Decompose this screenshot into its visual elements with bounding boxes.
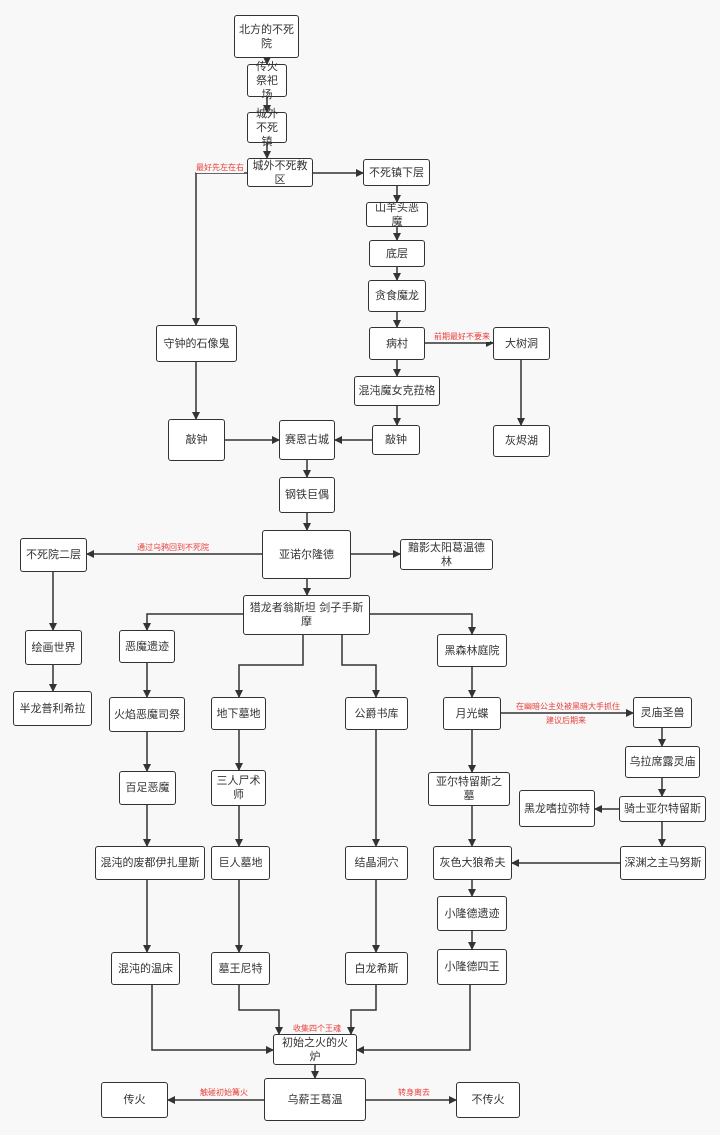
edge [192, 172, 247, 326]
node-northern-undead-asylum[interactable]: 北方的不死院 [234, 15, 299, 58]
node-dukes-archives[interactable]: 公爵书库 [345, 697, 408, 730]
node-anor-londo[interactable]: 亚诺尔隆德 [262, 530, 351, 579]
node-lost-izalith[interactable]: 混沌的废都伊扎里斯 [95, 846, 205, 880]
node-undead-parish[interactable]: 城外不死教区 [247, 158, 313, 187]
node-ash-lake[interactable]: 灰烬湖 [493, 425, 550, 457]
node-priscilla[interactable]: 半龙普利希拉 [13, 691, 92, 726]
edge [235, 635, 304, 698]
node-seath[interactable]: 白龙希斯 [345, 952, 408, 985]
node-demon-firesage[interactable]: 火焰恶魔司祭 [109, 697, 185, 732]
node-gwyn[interactable]: 乌薪王葛温 [264, 1078, 366, 1121]
node-depths[interactable]: 底层 [369, 240, 425, 267]
node-four-kings[interactable]: 小隆德四王 [437, 949, 507, 985]
node-undead-burg[interactable]: 城外不死镇 [247, 107, 287, 148]
node-blighttown[interactable]: 病村 [369, 327, 425, 360]
node-great-grey-wolf-sif[interactable]: 灰色大狼希夫 [433, 846, 512, 880]
edge [151, 985, 274, 1054]
node-dark-ending[interactable]: 不传火 [456, 1082, 520, 1118]
edge [143, 613, 243, 631]
node-catacombs[interactable]: 地下墓地 [211, 697, 266, 730]
node-artorias-grave[interactable]: 亚尔特留斯之墓 [428, 772, 510, 806]
edge-label-later: 建议后期来 [546, 716, 586, 726]
edge-label-walk-away: 转身离去 [398, 1088, 430, 1098]
edge [356, 985, 471, 1054]
node-ornstein-smough[interactable]: 猎龙者翁斯坦 剑子手斯摩 [243, 595, 370, 635]
node-sens-fortress[interactable]: 赛恩古城 [279, 420, 335, 460]
node-iron-golem[interactable]: 钢铁巨偶 [279, 477, 335, 513]
node-oolacile-sanctuary[interactable]: 乌拉席露灵庙 [625, 746, 700, 778]
edge [341, 635, 380, 698]
node-undead-asylum-revisit[interactable]: 不死院二层 [20, 538, 87, 572]
node-black-dragon-kalameet[interactable]: 黑龙嗜拉弥特 [519, 790, 595, 827]
edge-label-four-souls: 收集四个王魂 [293, 1024, 341, 1034]
node-bed-of-chaos[interactable]: 混沌的温床 [111, 952, 180, 985]
node-ring-bell-right[interactable]: 敲钟 [372, 425, 420, 455]
node-manus[interactable]: 深渊之主马努斯 [620, 846, 706, 880]
node-darkroot-garden[interactable]: 黑森林庭院 [437, 634, 507, 667]
edge [238, 985, 283, 1035]
node-ring-bell-left[interactable]: 敲钟 [168, 419, 225, 461]
node-tomb-of-giants[interactable]: 巨人墓地 [211, 846, 270, 880]
node-kiln-of-first-flame[interactable]: 初始之火的火炉 [273, 1034, 357, 1065]
node-crystal-cave[interactable]: 结晶洞穴 [345, 846, 408, 880]
edge-label-crow: 通过乌鸦回到不死院 [137, 543, 209, 553]
node-link-the-fire[interactable]: 传火 [101, 1082, 168, 1118]
node-centipede-demon[interactable]: 百足恶魔 [119, 771, 176, 805]
node-pinwheel[interactable]: 三人尸术师 [211, 770, 266, 806]
node-gravelord-nito[interactable]: 墓王尼特 [211, 952, 270, 985]
node-bell-gargoyles[interactable]: 守钟的石像鬼 [156, 325, 237, 362]
node-lower-undead-burg[interactable]: 不死镇下层 [363, 159, 430, 186]
edge [347, 985, 377, 1035]
edge [370, 613, 476, 635]
node-demon-ruins[interactable]: 恶魔遗迹 [119, 630, 175, 663]
node-capra-demon[interactable]: 山羊头恶魔 [366, 201, 428, 228]
node-new-londo-ruins[interactable]: 小隆德遗迹 [437, 896, 507, 931]
node-sanctuary-guardian[interactable]: 灵庙圣兽 [633, 697, 692, 728]
node-dark-sun-gwyndolin[interactable]: 黯影太阳葛温德林 [400, 539, 493, 570]
edge-label-left-first: 最好先左在右 [196, 163, 244, 173]
edge-label-early-avoid: 前期最好不要来 [434, 332, 490, 342]
node-painted-world[interactable]: 绘画世界 [25, 630, 82, 665]
node-knight-artorias[interactable]: 骑士亚尔特留斯 [619, 796, 706, 822]
node-great-hollow[interactable]: 大树洞 [493, 327, 550, 360]
node-firelink-shrine[interactable]: 传火祭祀场 [247, 60, 287, 101]
edge-label-dark-hand: 在幽暗公主处被黑暗大手抓住 [516, 702, 620, 712]
node-chaos-witch-quelaag[interactable]: 混沌魔女克菈格 [354, 376, 440, 406]
node-gaping-dragon[interactable]: 贪食魔龙 [368, 280, 426, 312]
node-moonlight-butterfly[interactable]: 月光蝶 [443, 697, 501, 730]
edge-label-touch-bonfire: 触碰初始篝火 [200, 1088, 248, 1098]
